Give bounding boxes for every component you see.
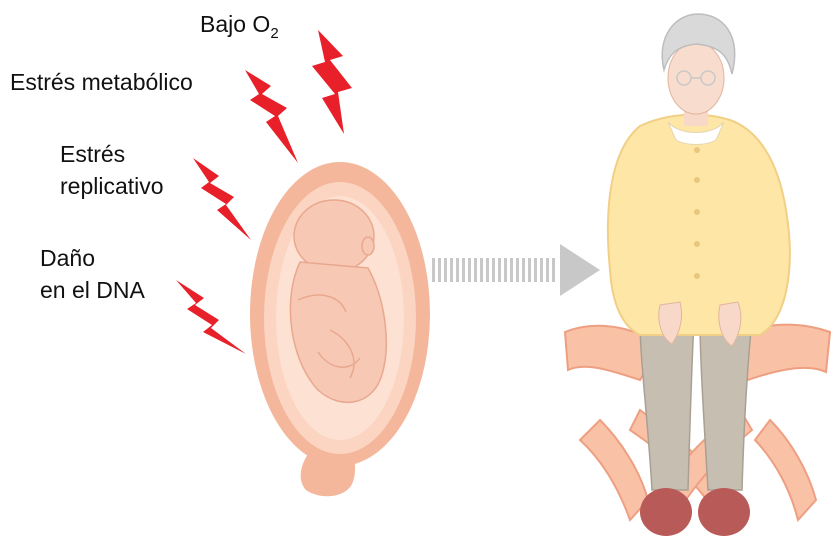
lightning-bolt-icon xyxy=(193,158,251,240)
elderly-woman-icon xyxy=(565,14,830,536)
stool xyxy=(565,325,830,530)
dotted-arrow-icon xyxy=(432,244,600,296)
lightning-bolt-icon xyxy=(245,70,298,163)
womb-fetus-icon xyxy=(250,162,430,496)
shoes xyxy=(640,488,750,536)
fetus xyxy=(290,200,386,402)
lightning-bolt-icon xyxy=(312,30,352,134)
lightning-bolt-icon xyxy=(176,280,246,354)
